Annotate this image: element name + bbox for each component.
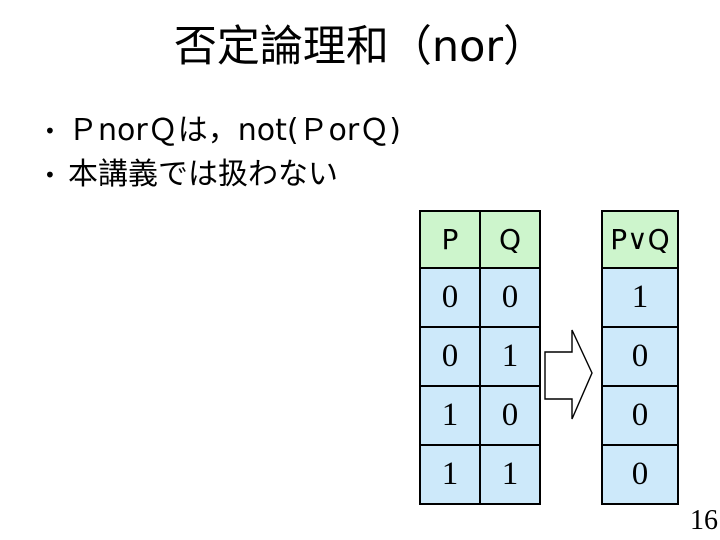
- table-row: 0: [601, 444, 679, 505]
- input-header-q: Q: [479, 210, 541, 269]
- table-row: 1 1: [419, 444, 541, 505]
- output-cell-1: 0: [601, 326, 679, 387]
- output-header-pvq: P∨Q: [601, 210, 679, 269]
- page-number: 16: [690, 505, 718, 536]
- table-row: 1 0: [419, 385, 541, 446]
- input-cell-q3: 1: [479, 444, 541, 505]
- input-cell-p0: 0: [419, 267, 481, 328]
- output-cell-3: 0: [601, 444, 679, 505]
- table-row: 0 1: [419, 326, 541, 387]
- input-header-p: P: [419, 210, 481, 269]
- table-row: 0: [601, 326, 679, 387]
- bullet-item: • 本講義では扱わない: [44, 154, 401, 198]
- output-cell-2: 0: [601, 385, 679, 446]
- input-cell-q0: 0: [479, 267, 541, 328]
- table-row: 0 0: [419, 267, 541, 328]
- bullet-list: • ＰnorＱは，not(ＰorＱ) • 本講義では扱わない: [44, 110, 401, 198]
- table-header-row: P Q: [419, 210, 541, 269]
- input-cell-p3: 1: [419, 444, 481, 505]
- bullet-text: ＰnorＱは，not(ＰorＱ): [68, 113, 401, 148]
- bullet-marker-icon: •: [44, 119, 56, 143]
- output-cell-0: 1: [601, 267, 679, 328]
- slide-title: 否定論理和（nor）: [173, 22, 547, 72]
- input-truth-table: P Q 0 0 0 1 1 0 1 1: [419, 210, 541, 505]
- bullet-marker-icon: •: [44, 163, 56, 187]
- output-truth-table: P∨Q 1 0 0 0: [601, 210, 679, 505]
- right-arrow-icon: [544, 329, 593, 420]
- input-cell-p1: 0: [419, 326, 481, 387]
- table-row: 0: [601, 385, 679, 446]
- input-cell-q2: 0: [479, 385, 541, 446]
- input-cell-p2: 1: [419, 385, 481, 446]
- bullet-item: • ＰnorＱは，not(ＰorＱ): [44, 110, 401, 154]
- input-cell-q1: 1: [479, 326, 541, 387]
- bullet-text: 本講義では扱わない: [68, 157, 338, 192]
- table-header-row: P∨Q: [601, 210, 679, 269]
- table-row: 1: [601, 267, 679, 328]
